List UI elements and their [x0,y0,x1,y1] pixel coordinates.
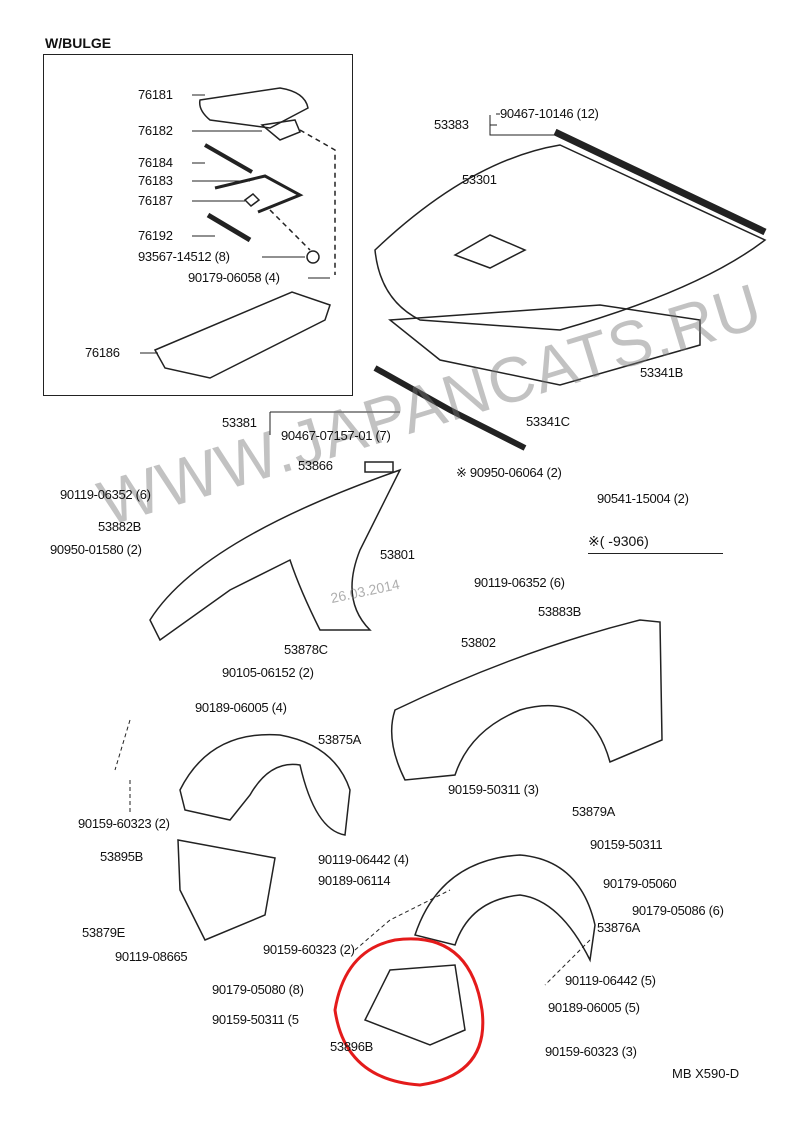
part-label[interactable]: 90159-50311 (3) [448,782,539,797]
part-53866 [364,461,394,473]
part-label[interactable]: 90119-06352 (6) [474,575,565,590]
part-53875A-liner [179,733,351,836]
part-label[interactable]: 76187 [138,193,173,208]
part-label[interactable]: 53381 [222,415,257,430]
part-53341B-insulator [388,304,701,386]
part-label[interactable]: 90179-06058 (4) [188,270,280,285]
leader-lines [140,94,330,354]
part-label[interactable]: 90119-06442 (5) [565,973,656,988]
part-label[interactable]: 76186 [85,345,120,360]
part-53896B-cover [363,964,466,1046]
part-76181-lid [198,87,309,129]
part-label[interactable]: 90467-10146 (12) [500,106,599,121]
part-label[interactable]: 76183 [138,173,173,188]
part-label[interactable]: 53879E [82,925,126,940]
hood-bulge [453,234,527,269]
part-53895B-cover [177,839,276,941]
part-label[interactable]: 90467-07157-01 (7) [281,428,391,443]
part-label[interactable]: 90159-50311 [590,837,663,852]
dashed-leader [269,209,311,251]
part-label[interactable]: 53875A [318,732,362,747]
part-53802-fender [390,619,663,781]
part-label[interactable]: 53383 [434,117,469,132]
part-label[interactable]: 53896B [330,1039,374,1054]
part-label[interactable]: 90159-50311 (5 [212,1012,299,1027]
bulge-inset-box [43,54,353,396]
part-53381-seal [373,365,527,451]
diagram-code: MB X590-D [672,1066,740,1081]
part-53801-apron [149,468,402,642]
part-label[interactable]: 53876A [597,920,641,935]
part-label[interactable]: 53801 [380,547,415,562]
part-label[interactable]: 90159-60323 (3) [545,1044,637,1059]
part-label[interactable]: 90159-60323 (2) [78,816,170,831]
leader-lines [269,411,400,435]
clip-s-icon [306,250,320,264]
part-label[interactable]: 90159-60323 (2) [263,942,355,957]
part-label[interactable]: 90179-05080 (8) [212,982,304,997]
part-label[interactable]: 53882B [98,519,142,534]
leader-lines [489,113,556,136]
part-label[interactable]: 93567-14512 (8) [138,249,230,264]
part-label[interactable]: 53878C [284,642,328,657]
highlight-circle [333,937,485,1087]
part-76184 [204,143,253,174]
dashed-leader [354,889,591,986]
part-label[interactable]: 53883B [538,604,582,619]
dashed-leader [299,129,336,275]
part-label[interactable]: 76192 [138,228,173,243]
part-76192 [206,212,252,243]
part-label[interactable]: ※ 90950-06064 (2) [456,465,562,480]
part-label[interactable]: 76182 [138,123,173,138]
part-76187 [243,193,261,207]
part-label[interactable]: 90189-06114 [318,873,391,888]
part-label[interactable]: 90179-05086 (6) [632,903,724,918]
part-76182 [260,119,301,141]
part-label[interactable]: 53341B [640,365,684,380]
part-label[interactable]: 53866 [298,458,333,473]
part-label[interactable]: 76181 [138,87,173,102]
part-label[interactable]: 76184 [138,155,173,170]
part-label[interactable]: 90541-15004 (2) [597,491,689,506]
part-76183 [214,174,304,214]
part-label[interactable]: 90950-01580 (2) [50,542,142,557]
part-53301-hood [374,144,767,331]
variant-title: W/BULGE [45,35,112,51]
part-label[interactable]: 53802 [461,635,496,650]
part-label[interactable]: 53341C [526,414,570,429]
part-label[interactable]: 90119-08665 [115,949,188,964]
part-label[interactable]: 90179-05060 [603,876,677,891]
dashed-leader [114,719,131,815]
part-label[interactable]: 90119-06352 (6) [60,487,151,502]
part-label[interactable]: 53879A [572,804,616,819]
part-53383-seal [553,128,767,236]
part-76186-panel [153,291,331,379]
part-label[interactable]: 90189-06005 (4) [195,700,287,715]
date-range-note: ※( -9306) [588,533,723,554]
part-label[interactable]: 53301 [462,172,497,187]
part-label[interactable]: 90189-06005 (5) [548,1000,640,1015]
part-53876A-liner [414,854,596,963]
part-label[interactable]: 90105-06152 (2) [222,665,314,680]
part-label[interactable]: 90119-06442 (4) [318,852,409,867]
part-label[interactable]: 53895B [100,849,144,864]
